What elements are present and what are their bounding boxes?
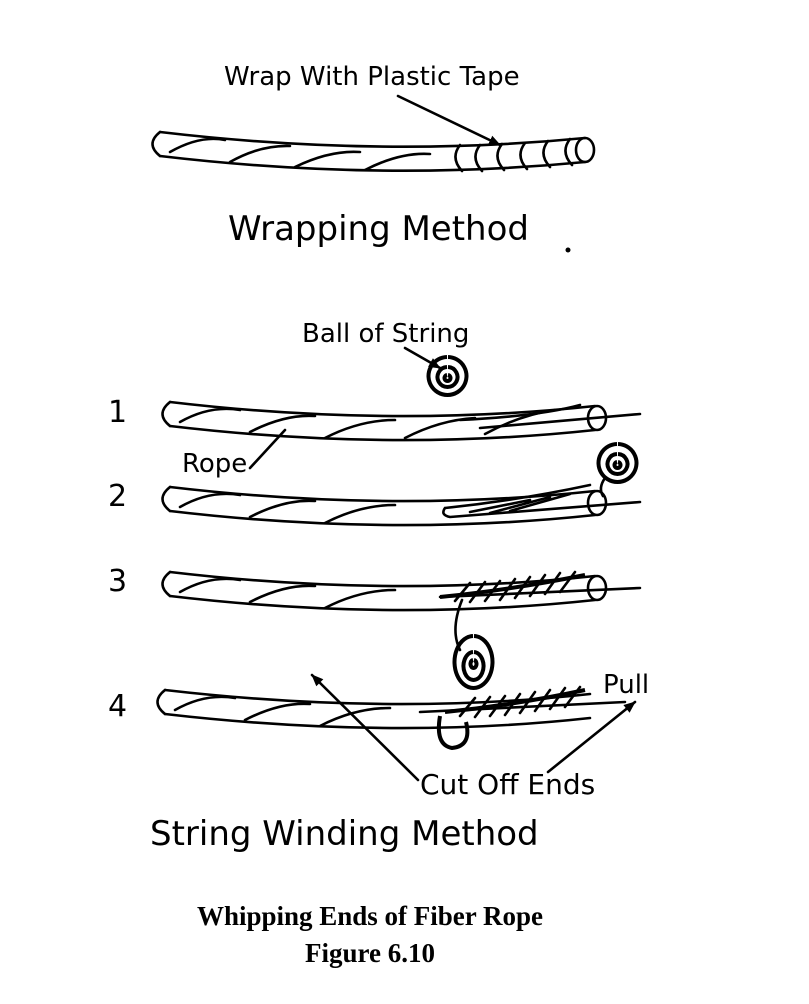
wrap-tape-label: Wrap With Plastic Tape (224, 62, 520, 92)
rope-step-1 (161, 355, 642, 442)
ball-arrow (403, 346, 442, 370)
pull-arrow (546, 700, 637, 774)
cut-arrow (310, 673, 420, 782)
figure-caption-title: Whipping Ends of Fiber Rope (197, 901, 543, 931)
step-1-label: 1 (108, 395, 127, 430)
rope-label: Rope (182, 449, 247, 479)
rope-arrow (248, 428, 287, 470)
stray-dot (565, 247, 571, 253)
ball-of-string-2 (596, 442, 639, 498)
rope-step-2 (161, 442, 642, 527)
rope-step-3 (161, 570, 642, 690)
cut-off-ends-label: Cut Off Ends (420, 768, 595, 801)
pull-label: Pull (603, 670, 649, 700)
figure-number: Figure 6.10 (305, 938, 435, 968)
ball-of-string-3 (452, 634, 495, 690)
rope-step-4 (156, 685, 627, 751)
rope-wrapping (151, 130, 596, 173)
whipping-winds-4 (418, 685, 627, 719)
string-winding-method-title: String Winding Method (150, 814, 539, 854)
ball-of-string-label: Ball of String (302, 319, 469, 349)
step-3-label: 3 (108, 564, 127, 599)
step-4-label: 4 (108, 689, 127, 724)
ball-of-string-1 (426, 355, 469, 397)
tape-arrow (396, 94, 502, 147)
step-2-label: 2 (108, 479, 127, 514)
wrapping-method-title: Wrapping Method (228, 209, 529, 249)
plastic-tape-wraps (454, 137, 574, 173)
whipping-winds-3 (438, 570, 642, 604)
string-loop (436, 715, 470, 751)
